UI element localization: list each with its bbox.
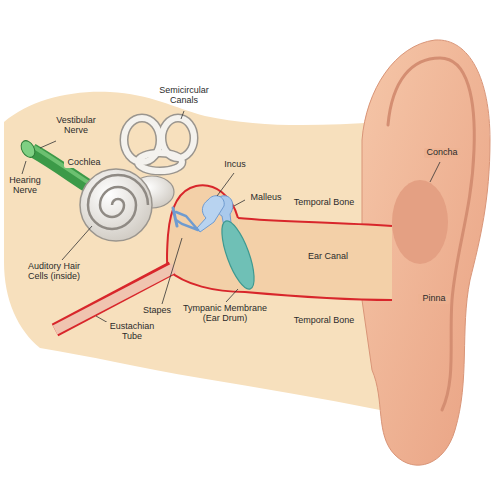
label-holder: Semicircular Canals xyxy=(152,86,216,106)
part-label: Semicircular Canals xyxy=(152,86,216,106)
label-holder: Hearing Nerve xyxy=(4,176,46,196)
concha-bowl xyxy=(392,180,448,264)
label-holder: Eustachian Tube xyxy=(104,322,160,342)
cochlea-shell xyxy=(80,169,152,241)
label-holder: Malleus xyxy=(246,193,286,203)
cochlea-spiral xyxy=(88,175,148,229)
part-label: Incus xyxy=(220,160,250,170)
label-holder: Temporal Bone xyxy=(288,316,360,326)
label-holder: Concha xyxy=(424,148,460,158)
nerve-end xyxy=(18,138,37,160)
incus-bone xyxy=(197,196,224,232)
part-label: Temporal Bone xyxy=(288,316,360,326)
canal-wall xyxy=(238,218,392,226)
part-label: Cochlea xyxy=(64,158,104,168)
canal-wall xyxy=(245,292,392,300)
part-label: Hearing Nerve xyxy=(4,176,46,196)
part-label: Pinna xyxy=(418,294,450,304)
ear-canal xyxy=(238,218,392,300)
part-label: Ear Canal xyxy=(303,252,353,262)
part-label: Malleus xyxy=(246,193,286,203)
helix-fold xyxy=(388,58,474,410)
label-holder: Temporal Bone xyxy=(288,198,360,208)
label-holder: Cochlea xyxy=(64,158,104,168)
leader-lines xyxy=(22,111,440,324)
part-label: Temporal Bone xyxy=(288,198,360,208)
label-holder: Vestibular Nerve xyxy=(50,116,102,136)
label-holder: Ear Canal xyxy=(303,252,353,262)
part-label: Auditory Hair Cells (inside) xyxy=(20,262,88,282)
stapes-footplate xyxy=(173,208,177,226)
part-label: Tympanic Membrane (Ear Drum) xyxy=(178,304,272,324)
label-holder: Incus xyxy=(220,160,250,170)
ear-drum xyxy=(215,217,260,292)
part-label: Vestibular Nerve xyxy=(50,116,102,136)
label-holder: Pinna xyxy=(418,294,450,304)
label-holder: Auditory Hair Cells (inside) xyxy=(20,262,88,282)
semicircular-canals xyxy=(124,118,194,171)
label-holder: Tympanic Membrane (Ear Drum) xyxy=(178,304,272,324)
stapes-bone xyxy=(176,212,198,230)
part-label: Concha xyxy=(424,148,460,158)
label-holder: Stapes xyxy=(140,306,174,316)
part-label: Stapes xyxy=(140,306,174,316)
part-label: Eustachian Tube xyxy=(104,322,160,342)
